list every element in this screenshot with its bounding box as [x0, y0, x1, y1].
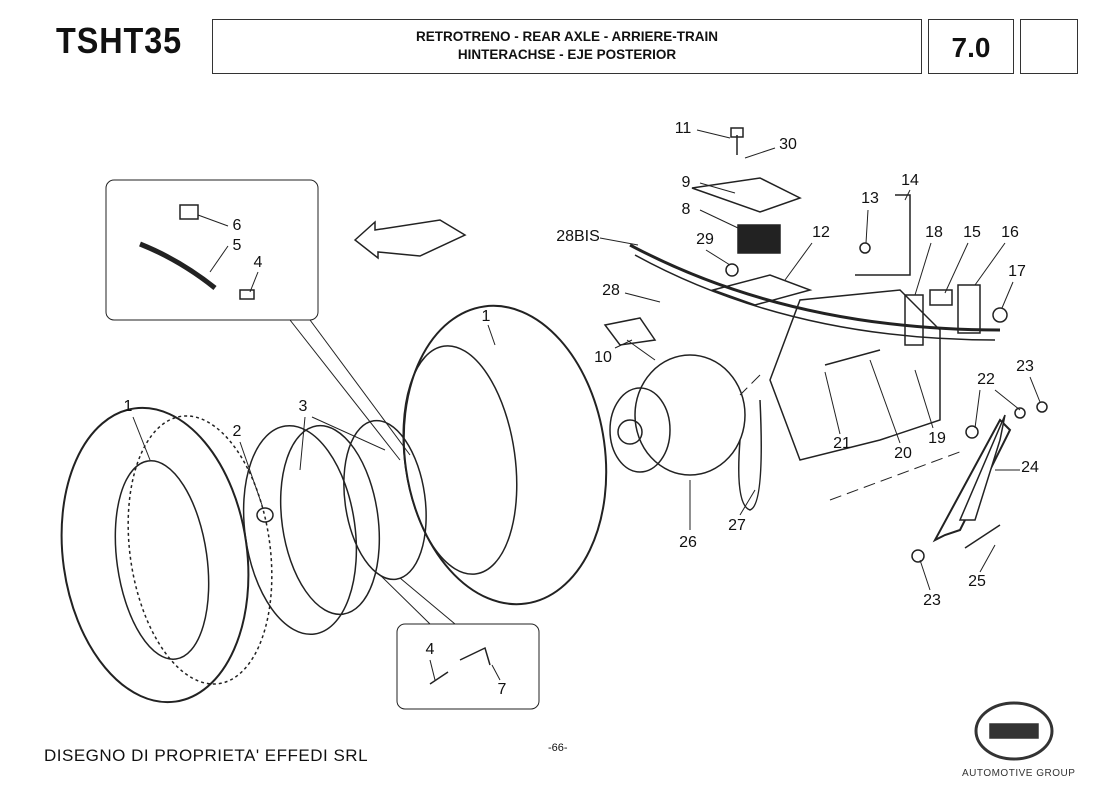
page-title-box: RETROTRENO - REAR AXLE - ARRIERE-TRAIN H…	[212, 19, 922, 74]
callout-label-32: 4	[425, 641, 435, 658]
callout-label-24: 19	[928, 430, 946, 447]
tire-left	[60, 406, 250, 704]
callout-label-10: 15	[963, 224, 981, 241]
direction-arrow	[353, 219, 467, 260]
callout-label-13: 28	[602, 282, 620, 299]
callout-label-0: 11	[674, 120, 692, 137]
logo-caption: AUTOMOTIVE GROUP	[962, 768, 1076, 779]
callout-label-27: 25	[968, 573, 986, 590]
callout-label-18: 2	[232, 423, 242, 440]
callout-label-31: 4	[253, 254, 263, 271]
callout-label-6: 28BIS	[556, 228, 600, 245]
ownership-note: DISEGNO DI PROPRIETA' EFFEDI SRL	[44, 746, 369, 765]
callout-label-3: 8	[681, 201, 691, 218]
callout-label-16: 1	[123, 398, 133, 415]
callout-label-26: 27	[728, 517, 746, 534]
callout-label-8: 12	[812, 224, 830, 241]
callout-label-29: 6	[232, 217, 242, 234]
detail-inset-extension	[396, 623, 540, 710]
callout-label-15: 1	[481, 308, 491, 325]
callout-label-28: 23	[923, 592, 941, 609]
callout-label-25: 26	[679, 534, 697, 551]
callout-label-12: 17	[1008, 263, 1026, 280]
callout-label-19: 22	[977, 371, 995, 388]
leaf-spring	[629, 243, 1001, 332]
callout-label-22: 21	[833, 435, 851, 452]
page-number: -66-	[548, 742, 568, 754]
callout-label-33: 7	[497, 681, 507, 698]
model-code: TSHT35	[56, 20, 183, 61]
axle-housing	[769, 289, 941, 461]
callout-label-21: 24	[1021, 459, 1039, 476]
callout-label-4: 13	[861, 190, 879, 207]
callout-label-2: 9	[681, 174, 691, 191]
tire-right	[402, 304, 608, 606]
callout-label-11: 16	[1001, 224, 1019, 241]
title-line-1: RETROTRENO - REAR AXLE - ARRIERE-TRAIN	[416, 29, 718, 44]
callout-label-1: 30	[779, 136, 797, 153]
blank-box	[1020, 19, 1078, 74]
section-number: 7.0	[928, 19, 1014, 74]
title-line-2: HINTERACHSE - EJE POSTERIOR	[457, 47, 677, 62]
callout-label-14: 10	[594, 349, 612, 366]
wheel-rim	[242, 424, 358, 636]
shock-absorber	[932, 418, 1012, 543]
callout-label-5: 14	[901, 172, 919, 189]
callout-label-17: 3	[298, 398, 308, 415]
detail-inset-valve	[105, 179, 319, 321]
callout-label-23: 20	[894, 445, 912, 462]
callout-label-30: 5	[232, 237, 242, 254]
callout-label-9: 18	[925, 224, 943, 241]
brake-drum	[634, 354, 746, 476]
callout-label-7: 29	[696, 231, 714, 248]
callout-label-20: 23	[1016, 358, 1034, 375]
effedi-logo	[974, 701, 1054, 761]
